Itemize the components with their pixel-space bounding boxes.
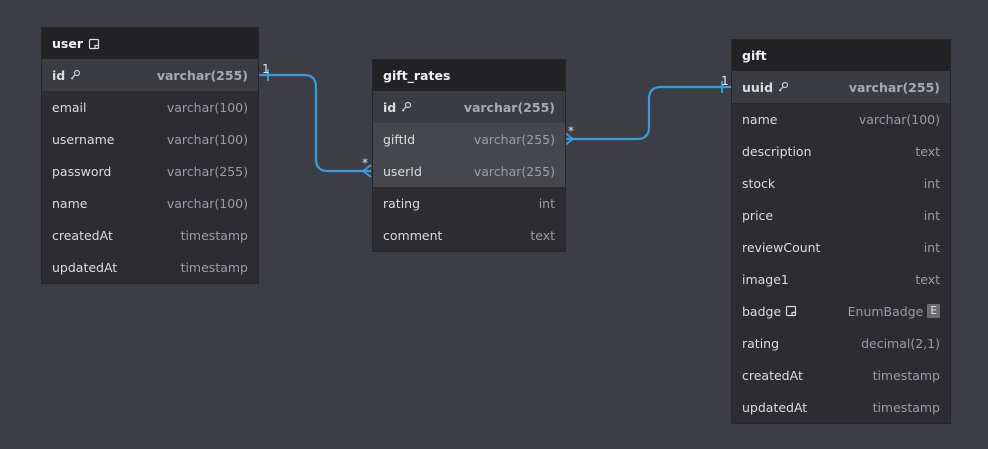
column-name: createdAt (742, 367, 803, 383)
column-type: text (915, 143, 940, 159)
column-name: createdAt (52, 227, 113, 243)
column-type: varchar(255) (463, 99, 555, 115)
column-name: updatedAt (52, 259, 118, 275)
column-name: username (52, 131, 115, 147)
column-row[interactable]: username varchar(100) (42, 123, 258, 155)
column-type: varchar(100) (166, 99, 248, 115)
column-row[interactable]: updatedAt timestamp (42, 251, 258, 283)
column-row[interactable]: updatedAt timestamp (732, 391, 950, 423)
column-type: varchar(255) (473, 163, 555, 179)
column-row[interactable]: createdAt timestamp (42, 219, 258, 251)
table-name: gift (742, 48, 767, 63)
column-name: email (52, 99, 87, 115)
column-type: timestamp (180, 227, 248, 243)
column-row[interactable]: uuid varchar(255) (732, 71, 950, 103)
cardinality-many-giftid: * (568, 124, 574, 138)
column-row[interactable]: password varchar(255) (42, 155, 258, 187)
table-name: user (52, 36, 83, 51)
key-icon (69, 69, 81, 81)
table-header-gift[interactable]: gift (732, 40, 950, 71)
column-row[interactable]: email varchar(100) (42, 91, 258, 123)
column-row[interactable]: name varchar(100) (732, 103, 950, 135)
column-type: varchar(100) (858, 111, 940, 127)
column-name: id (52, 67, 66, 83)
relation-user-gift-rates[interactable] (258, 73, 371, 173)
note-icon[interactable] (88, 38, 100, 50)
column-type: int (923, 175, 940, 191)
relation-gift-gift-rates[interactable] (565, 85, 732, 141)
column-name: name (742, 111, 778, 127)
column-type: int (923, 207, 940, 223)
column-name: rating (742, 335, 780, 351)
column-name: comment (383, 227, 443, 243)
column-row[interactable]: comment text (373, 219, 565, 251)
column-name: userId (383, 163, 422, 179)
column-row[interactable]: rating decimal(2,1) (732, 327, 950, 359)
column-name: uuid (742, 79, 774, 95)
column-type: timestamp (180, 259, 248, 275)
note-icon[interactable] (785, 305, 797, 317)
column-type: timestamp (872, 399, 940, 415)
column-name: rating (383, 195, 421, 211)
column-name: image1 (742, 271, 789, 287)
column-name: reviewCount (742, 239, 821, 255)
column-type: decimal(2,1) (861, 335, 940, 351)
column-name: description (742, 143, 812, 159)
column-type: varchar(100) (166, 131, 248, 147)
table-gift[interactable]: gift uuid varchar(255) name varchar(100)… (732, 40, 950, 423)
column-type: varchar(255) (848, 79, 940, 95)
column-type: varchar(255) (166, 163, 248, 179)
column-type: varchar(100) (166, 195, 248, 211)
column-name: stock (742, 175, 776, 191)
column-row[interactable]: description text (732, 135, 950, 167)
enum-badge[interactable]: E (927, 304, 940, 318)
column-name: name (52, 195, 88, 211)
column-name: updatedAt (742, 399, 808, 415)
key-icon (777, 81, 789, 93)
column-type: EnumBadge (847, 303, 924, 319)
column-row[interactable]: price int (732, 199, 950, 231)
column-name: id (383, 99, 397, 115)
column-type: int (538, 195, 555, 211)
column-row[interactable]: name varchar(100) (42, 187, 258, 219)
column-row[interactable]: userId varchar(255) (373, 155, 565, 187)
column-row[interactable]: stock int (732, 167, 950, 199)
column-row[interactable]: createdAt timestamp (732, 359, 950, 391)
column-type: text (530, 227, 555, 243)
table-header-gift-rates[interactable]: gift_rates (373, 60, 565, 91)
column-type: text (915, 271, 940, 287)
table-user[interactable]: user id varchar(255) email varchar(100) … (42, 28, 258, 283)
cardinality-many-userid: * (362, 156, 368, 170)
column-row[interactable]: rating int (373, 187, 565, 219)
column-type: int (923, 239, 940, 255)
table-header-user[interactable]: user (42, 28, 258, 59)
key-icon (400, 101, 412, 113)
column-row[interactable]: id varchar(255) (42, 59, 258, 91)
cardinality-one-gift: 1 (721, 74, 729, 88)
column-row[interactable]: badge EnumBadge E (732, 295, 950, 327)
column-row[interactable]: reviewCount int (732, 231, 950, 263)
column-type: varchar(255) (156, 67, 248, 83)
column-type: timestamp (872, 367, 940, 383)
column-row[interactable]: id varchar(255) (373, 91, 565, 123)
column-name: password (52, 163, 112, 179)
column-name: badge (742, 303, 782, 319)
column-row[interactable]: giftId varchar(255) (373, 123, 565, 155)
table-name: gift_rates (383, 68, 451, 83)
cardinality-one-user: 1 (262, 62, 270, 76)
column-name: price (742, 207, 774, 223)
column-type: varchar(255) (473, 131, 555, 147)
column-row[interactable]: image1 text (732, 263, 950, 295)
column-name: giftId (383, 131, 416, 147)
table-gift-rates[interactable]: gift_rates id varchar(255) giftId varcha… (373, 60, 565, 251)
